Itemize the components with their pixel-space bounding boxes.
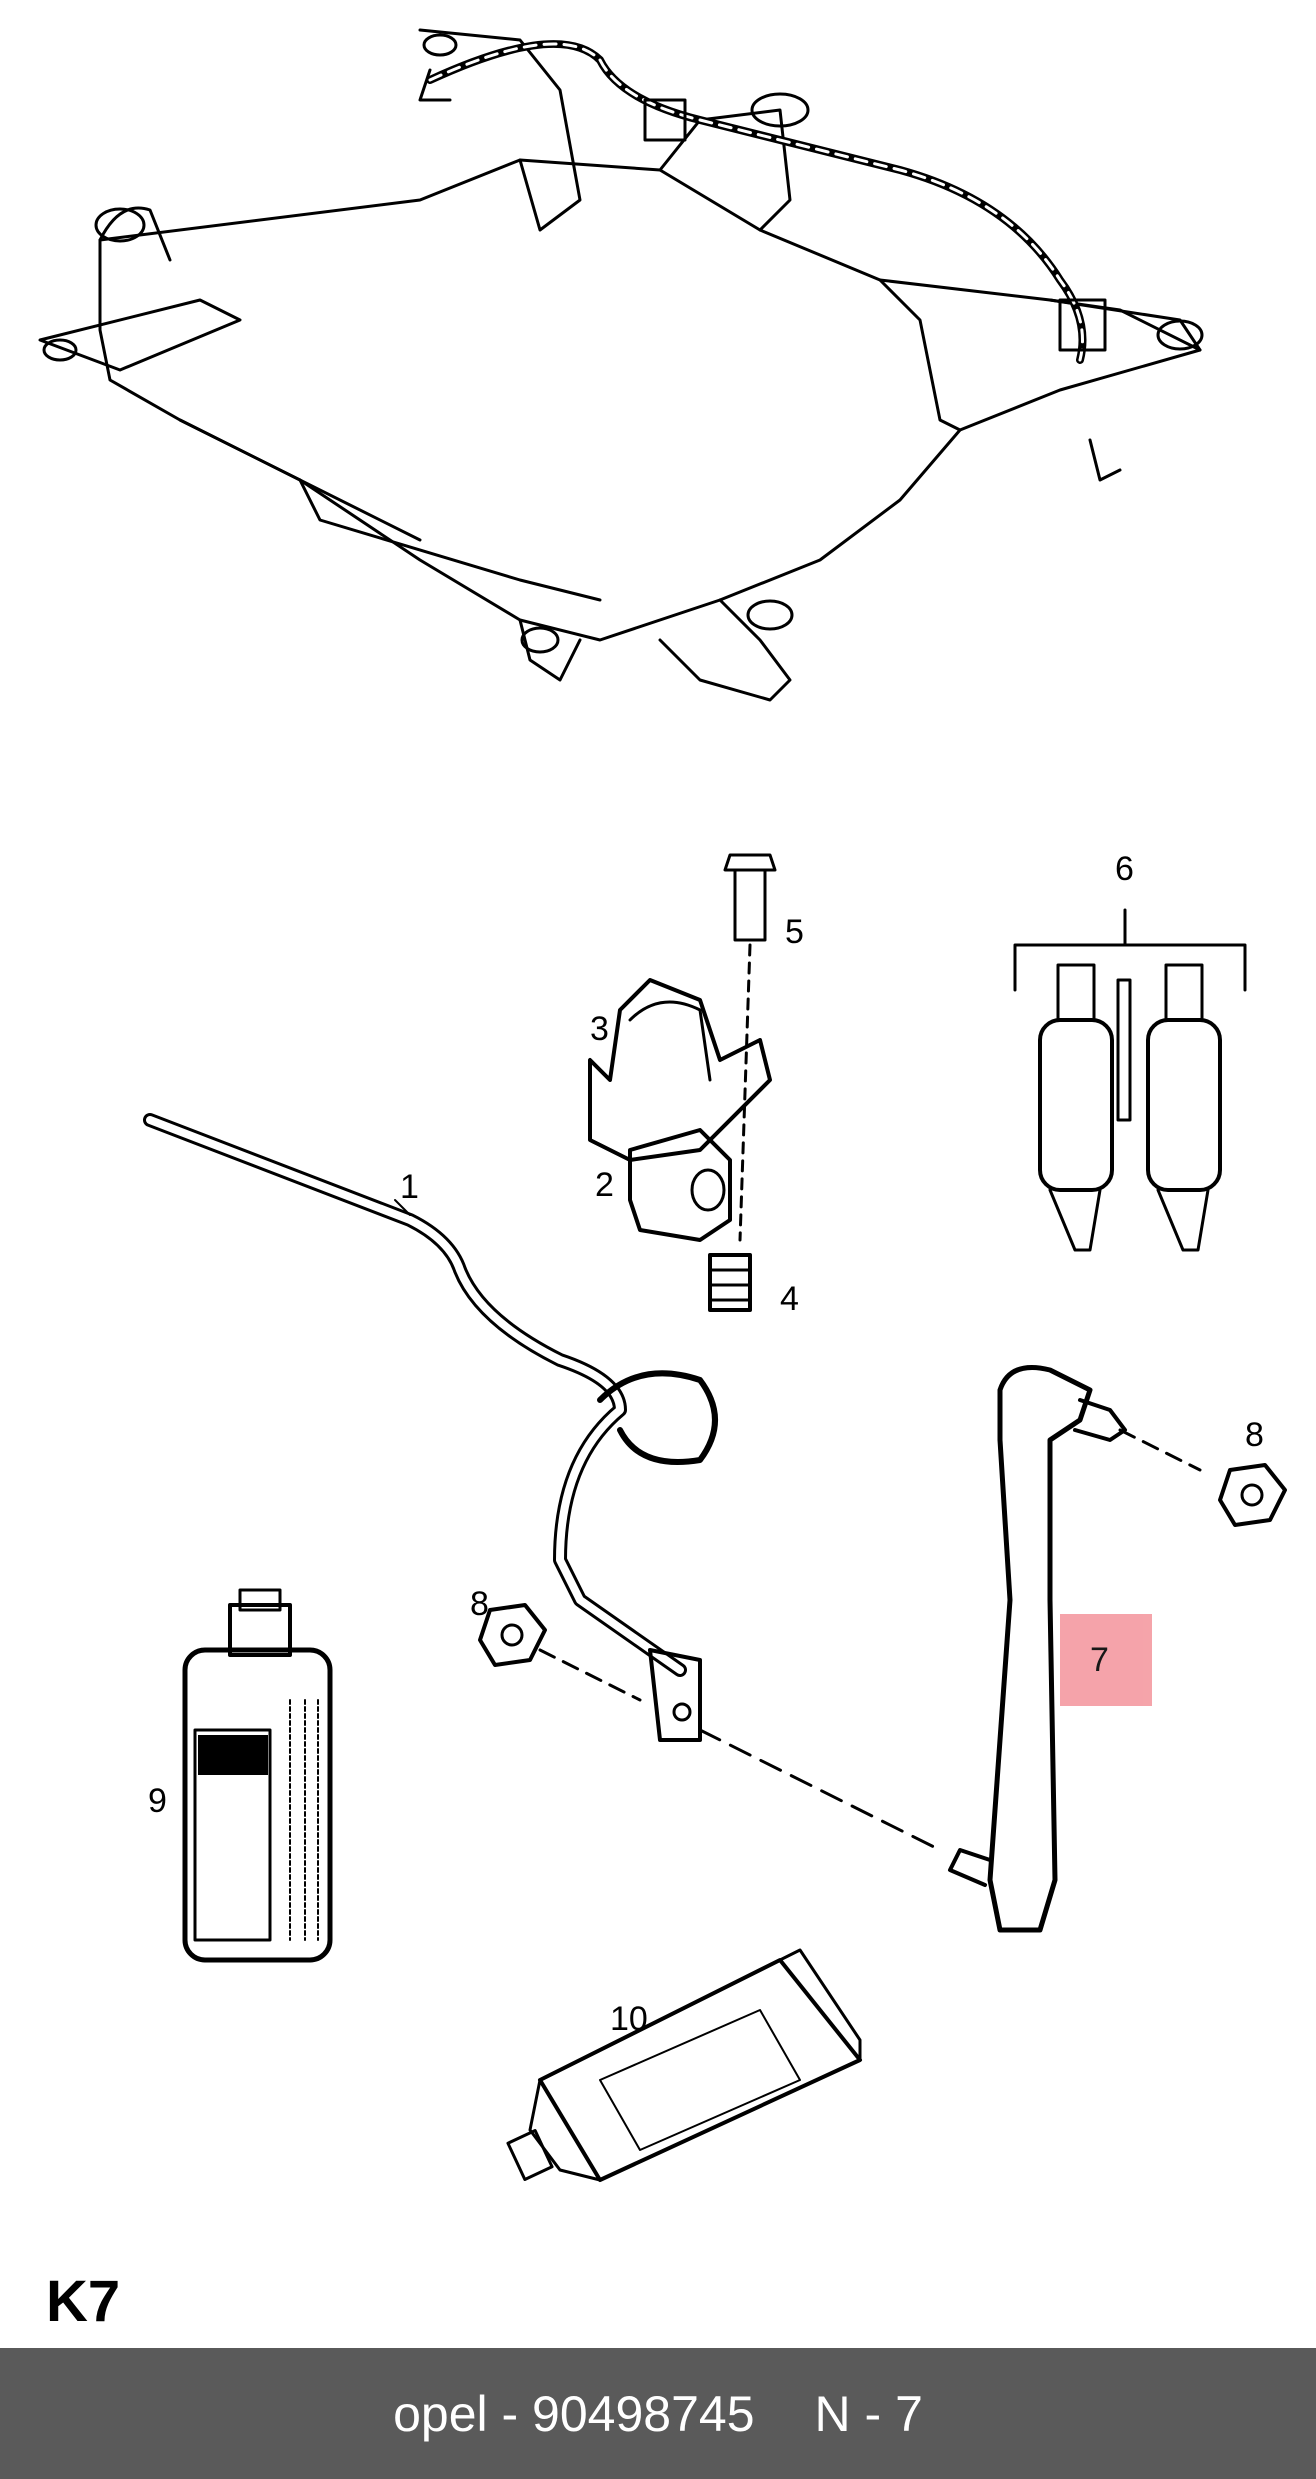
footer-part-number: opel - 90498745 xyxy=(393,2385,755,2442)
footer-bar: opel - 90498745 N - 7 xyxy=(0,2348,1316,2479)
callout-1: 1 xyxy=(400,1168,419,1206)
stabilizer-link-drawing xyxy=(538,1365,1202,1933)
bracket-bolt-drawing xyxy=(588,853,777,1242)
stabilizer-bar-drawing xyxy=(143,1113,718,1742)
callout-4: 4 xyxy=(780,1280,799,1318)
bushing-drawing xyxy=(628,1128,732,1242)
callout-7: 7 xyxy=(1090,1641,1109,1679)
callout-5: 5 xyxy=(785,913,804,951)
section-code: K7 xyxy=(46,2269,121,2334)
callout-9: 9 xyxy=(148,1782,167,1820)
callout-6: 6 xyxy=(1115,850,1134,888)
nut-4-drawing xyxy=(708,1253,752,1312)
callout-3: 3 xyxy=(590,1010,609,1048)
cartridge-set-drawing xyxy=(1013,908,1247,1252)
fluid-bottle-drawing xyxy=(182,1588,333,1963)
footer-reference: N - 7 xyxy=(814,2385,923,2442)
subframe-drawing xyxy=(38,28,1204,702)
callout-leaders xyxy=(394,1199,411,1216)
callout-10: 10 xyxy=(610,2000,648,2038)
grease-tube-drawing xyxy=(506,1948,862,2182)
callout-8-right: 8 xyxy=(1245,1416,1264,1454)
parts-diagram xyxy=(38,28,1287,2182)
callout-2: 2 xyxy=(595,1166,614,1204)
callout-7-highlight: 7 xyxy=(1060,1614,1152,1706)
nut-8-drawings xyxy=(478,1463,1287,1667)
callout-8-left: 8 xyxy=(470,1585,489,1623)
